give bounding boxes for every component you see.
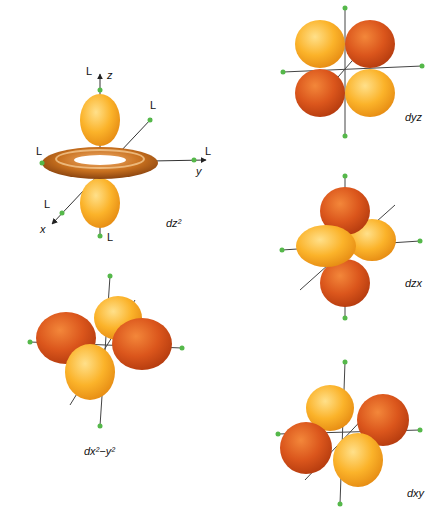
ligand-label: L (205, 146, 211, 157)
lobe (295, 20, 345, 68)
axis-line (340, 362, 345, 504)
ligand-dot (338, 502, 343, 507)
ligand-dot (28, 340, 33, 345)
dx2-y2-orbital (28, 274, 185, 429)
ligand-dot (343, 6, 348, 11)
ligand-dot (148, 118, 153, 123)
orbital-label: dzx (405, 278, 422, 289)
lobe (345, 69, 395, 117)
axis-label: x (40, 224, 46, 235)
ligand-label: L (86, 66, 92, 77)
axis-line (283, 66, 422, 72)
ligand-label: L (150, 100, 156, 111)
ligand-dot (276, 432, 281, 437)
ligand-dot (343, 134, 348, 139)
ligand-dot (98, 424, 103, 429)
orbital-label: dxy (407, 488, 424, 499)
ligand-label: L (107, 232, 113, 243)
ligand-label: L (44, 199, 50, 210)
ligand-dot (343, 174, 348, 179)
ligand-dot (343, 360, 348, 365)
ligand-dot (180, 346, 185, 351)
orbital-label: dz² (166, 218, 181, 229)
lobe (345, 20, 395, 68)
lobe (280, 422, 332, 474)
ligand-dot (98, 234, 103, 239)
dyz-orbital (281, 6, 425, 139)
ligand-dot (192, 158, 197, 163)
lobe (295, 69, 345, 117)
ligand-dot (281, 70, 286, 75)
orbital-label: dyz (405, 112, 422, 123)
lobe (296, 225, 356, 267)
ligand-dot (40, 161, 45, 166)
axis-line (345, 8, 346, 136)
lobe (112, 318, 172, 370)
lower-lobe (80, 178, 120, 228)
ligand-dot (98, 88, 103, 93)
orbital-label: dx²−y² (84, 446, 115, 457)
ligand-dot (420, 64, 425, 69)
torus (42, 147, 158, 179)
ligand-dot (418, 428, 423, 433)
ligand-dot (280, 248, 285, 253)
ligand-dot (108, 274, 113, 279)
lobe (333, 433, 383, 487)
dz2-orbital (40, 74, 207, 239)
upper-lobe (80, 94, 120, 146)
axis-label: y (196, 166, 202, 177)
dxy-orbital (276, 360, 423, 507)
ligand-dot (418, 239, 423, 244)
dzx-orbital (280, 174, 423, 321)
lobe (65, 344, 115, 400)
ligand-label: L (36, 146, 42, 157)
torus-highlight (56, 150, 144, 168)
ligand-dot (343, 316, 348, 321)
torus-hole (74, 155, 126, 165)
axis-label: z (107, 70, 113, 81)
ligand-dot (60, 211, 65, 216)
